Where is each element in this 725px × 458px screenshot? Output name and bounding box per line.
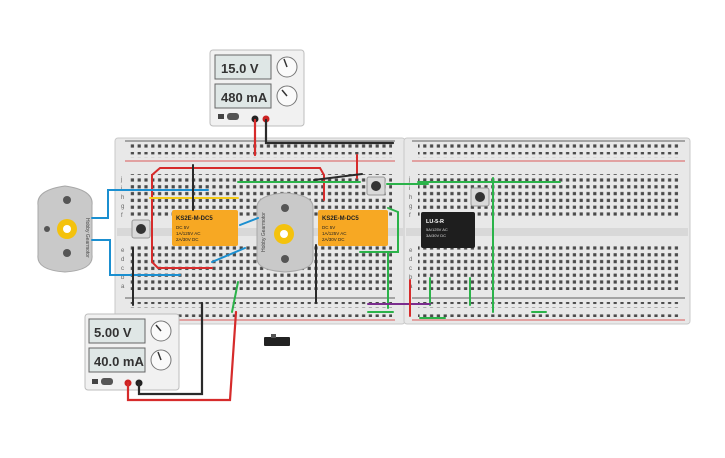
row-letter: i (409, 186, 410, 192)
row-letter: b (409, 275, 413, 281)
pushbutton-2[interactable] (366, 176, 386, 196)
row-letter: g (121, 204, 124, 210)
power-switch[interactable] (92, 379, 98, 384)
wire-red (319, 167, 325, 201)
wire-black (264, 118, 395, 145)
row-letter: b (121, 275, 125, 281)
breadboard-right[interactable] (403, 137, 691, 325)
wire-blue (91, 189, 209, 219)
wire-blue (239, 217, 259, 226)
row-letter: g (409, 204, 412, 210)
relay-3[interactable]: LU-5-R 5A/125V AC 3A/30V DC (421, 212, 475, 248)
voltage-display: 5.00 V (94, 325, 132, 340)
row-letter: e (409, 248, 413, 254)
row-letter: a (121, 284, 125, 290)
row-letter: c (121, 266, 124, 272)
relay-1[interactable]: KS2E-M-DC5 DC 5V 1A/125V AC 2A/30V DC (172, 210, 238, 246)
gearmotor-left[interactable]: Hobby Gearmotor (37, 185, 93, 273)
voltage-display: 15.0 V (221, 61, 259, 76)
wire-red (126, 310, 238, 402)
row-letter: e (121, 248, 125, 254)
power-switch[interactable] (218, 114, 224, 119)
motor-label: Hobby Gearmotor (84, 218, 90, 258)
row-letter: j (120, 177, 122, 183)
row-letter: f (121, 213, 123, 219)
row-letter: h (409, 195, 412, 201)
relay-spec: 2A/30V DC (176, 237, 199, 242)
relay-spec: 5A/125V AC (426, 227, 448, 232)
relay-part: KS2E-M-DC5 (176, 216, 213, 222)
pushbutton-3[interactable] (470, 187, 490, 207)
row-letter: c (409, 266, 412, 272)
relay-spec: 1A/125V AC (176, 231, 201, 236)
slide-switch[interactable] (264, 334, 290, 346)
row-letter: h (121, 195, 124, 201)
wire-black (137, 301, 204, 396)
relay-2[interactable]: KS2E-M-DC5 DC 5V 1A/125V AC 2A/30V DC (318, 210, 388, 246)
power-supply-top[interactable]: 15.0 V 480 mA (209, 49, 305, 127)
current-display: 480 mA (221, 90, 268, 105)
relay-part: LU-5-R (426, 219, 444, 225)
motor-label: Hobby Gearmotor (261, 212, 267, 252)
pushbutton-1[interactable] (131, 219, 151, 239)
row-letter: j (408, 177, 410, 183)
wire-blue (91, 239, 181, 276)
relay-spec: 1A/125V AC (322, 231, 347, 236)
wires[interactable] (91, 118, 561, 402)
row-letter: f (409, 213, 411, 219)
wire-red (151, 167, 321, 269)
power-supply-bottom[interactable]: 5.00 V 40.0 mA (84, 313, 180, 391)
wire-green (359, 207, 399, 253)
wire-green (231, 281, 239, 313)
relay-spec: 2A/30V DC (322, 237, 345, 242)
gearmotor-center[interactable]: Hobby Gearmotor (256, 192, 314, 273)
relay-spec: DC 5V (322, 225, 335, 230)
row-letter: d (121, 257, 124, 263)
wire-blue (211, 247, 246, 263)
wire-black (313, 173, 363, 181)
relay-part: KS2E-M-DC5 (322, 216, 359, 222)
current-display: 40.0 mA (94, 354, 144, 369)
row-letter: d (409, 257, 412, 263)
relay-spec: DC 5V (176, 225, 189, 230)
relay-spec: 3A/30V DC (426, 233, 446, 238)
